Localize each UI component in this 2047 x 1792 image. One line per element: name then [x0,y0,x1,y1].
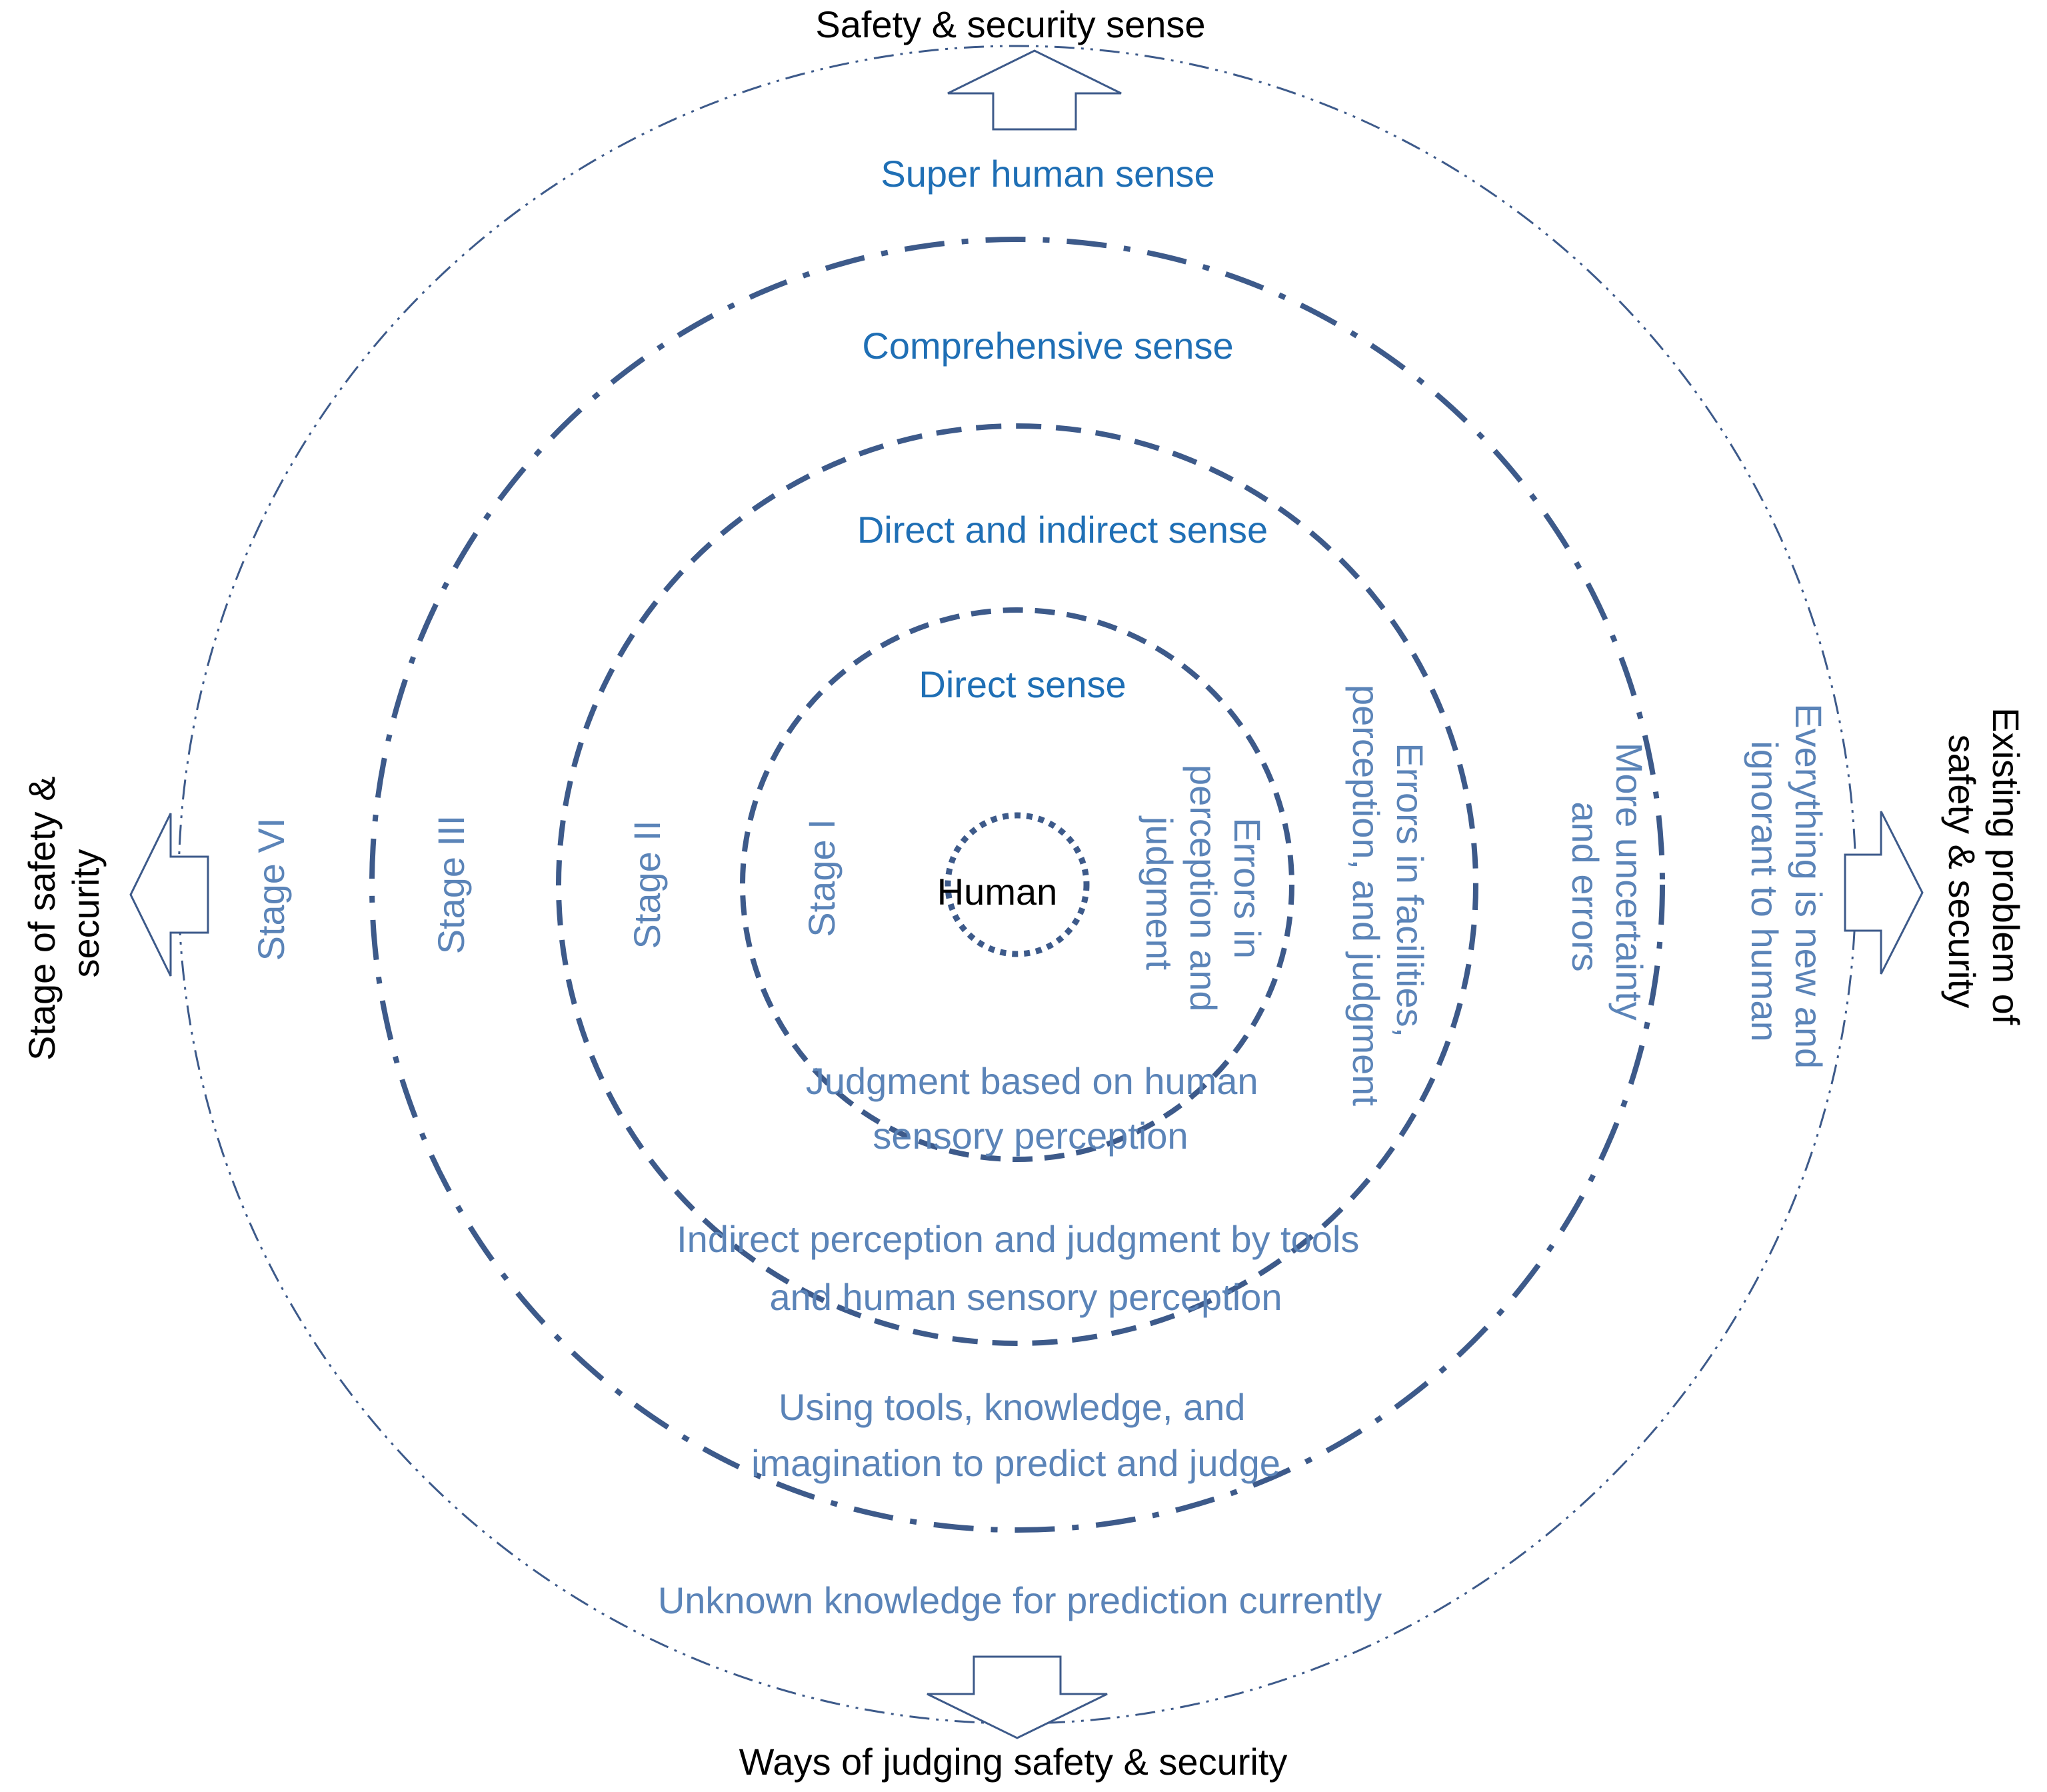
direct-sense-label: Direct sense [919,663,1126,705]
comprehensive-sense-label: Comprehensive sense [862,325,1233,367]
stage-i-label: Stage I [801,819,843,937]
problem-label-2: Errors in facilities, perception, and ju… [1345,685,1431,1106]
right-axis-label: Existing problem of safety & security [1941,707,2027,1035]
way-label-4: Unknown knowledge for prediction current… [658,1579,1382,1621]
human-label: Human [937,871,1058,913]
problem-label-4: Everything is new and ignorant to human [1744,703,1830,1079]
stage-i-ring [740,607,1294,1162]
left-arrow [129,813,209,977]
problem-label-1: Errors in perception and judgment [1138,765,1268,1022]
direct-indirect-sense-label: Direct and indirect sense [857,509,1268,551]
down-arrow [927,1655,1108,1739]
stage-ii-label: Stage II [626,820,668,949]
stage-iii-ring [369,237,1665,1533]
super-human-sense-label: Super human sense [881,153,1214,195]
way-label-3: Using tools, knowledge, and imagination … [751,1386,1280,1484]
stage-iii-label: Stage III [430,815,472,955]
way-label-2: Indirect perception and judgment by tool… [677,1218,1370,1318]
stage-ii-ring [556,423,1478,1346]
stage-vi-label: Stage VI [250,818,292,961]
bottom-axis-label: Ways of judging safety & security [739,1741,1288,1783]
way-label-1: Judgment based on human sensory percepti… [806,1060,1268,1157]
left-axis-label: Stage of safety & security [21,766,107,1061]
top-axis-label: Safety & security sense [815,3,1205,45]
problem-label-3: More uncertainty and errors [1564,743,1650,1031]
up-arrow [947,49,1122,131]
right-arrow [1844,811,1924,975]
human-ring [945,812,1090,957]
